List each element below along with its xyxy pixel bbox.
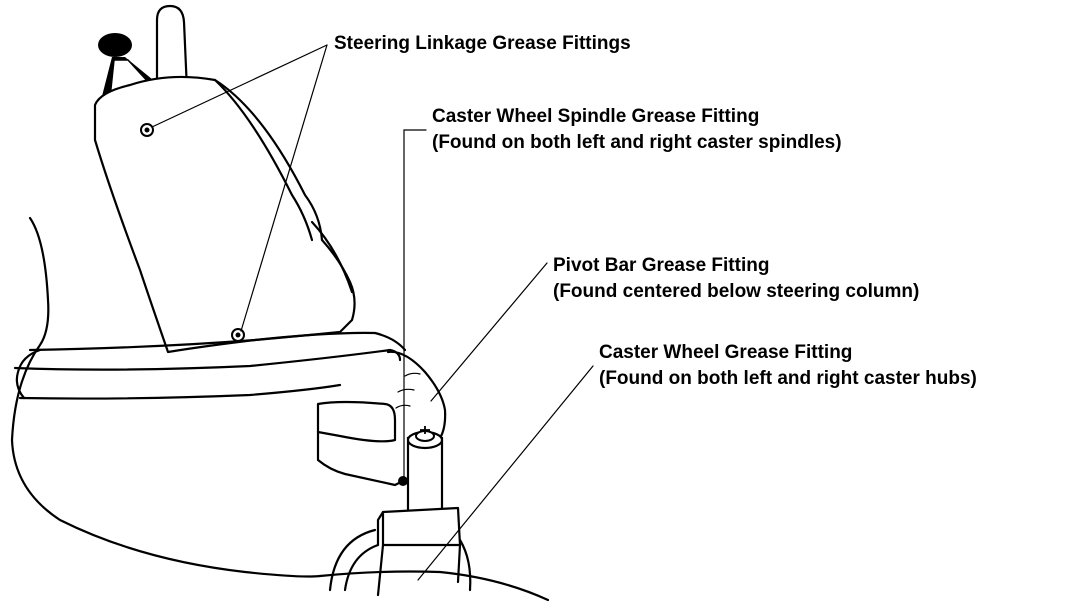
caster-spindle-label: Caster Wheel Spindle Grease Fitting (Fou…	[432, 104, 842, 156]
caster-wheel-label-line1: Caster Wheel Grease Fitting	[599, 342, 853, 363]
caster-spindle-post	[398, 426, 444, 516]
caster-wheel-label: Caster Wheel Grease Fitting (Found on bo…	[599, 340, 977, 392]
band-left-curl	[15, 348, 42, 400]
steering-fitting-lower	[231, 328, 245, 342]
band-mid	[13, 348, 402, 371]
pivot-bar-label-line1: Pivot Bar Grease Fitting	[553, 255, 770, 276]
pivot-bar-arm	[316, 400, 397, 443]
leader-lines	[151, 44, 594, 581]
housing-bulge	[310, 220, 354, 294]
caster-spindle-label-line1: Caster Wheel Spindle Grease Fitting	[432, 106, 760, 127]
caster-wheel-outline	[328, 528, 377, 592]
steering-housing	[93, 75, 356, 354]
caster-spindle-label-line2: (Found on both left and right caster spi…	[432, 132, 842, 153]
caster-wheel-label-line2: (Found on both left and right caster hub…	[599, 368, 977, 389]
ground-line	[318, 570, 550, 602]
band-low	[18, 383, 342, 400]
caster-yoke	[328, 506, 472, 597]
pivot-bar-label-line2: (Found centered below steering column)	[553, 281, 920, 302]
band-top	[28, 331, 407, 352]
pivot-bar-label: Pivot Bar Grease Fitting (Found centered…	[553, 253, 919, 305]
steering-linkage-label: Steering Linkage Grease Fittings	[334, 31, 631, 57]
body-left-outline	[10, 216, 322, 578]
steering-fitting-upper	[140, 123, 154, 137]
steering-linkage-label-text: Steering Linkage Grease Fittings	[334, 33, 631, 54]
